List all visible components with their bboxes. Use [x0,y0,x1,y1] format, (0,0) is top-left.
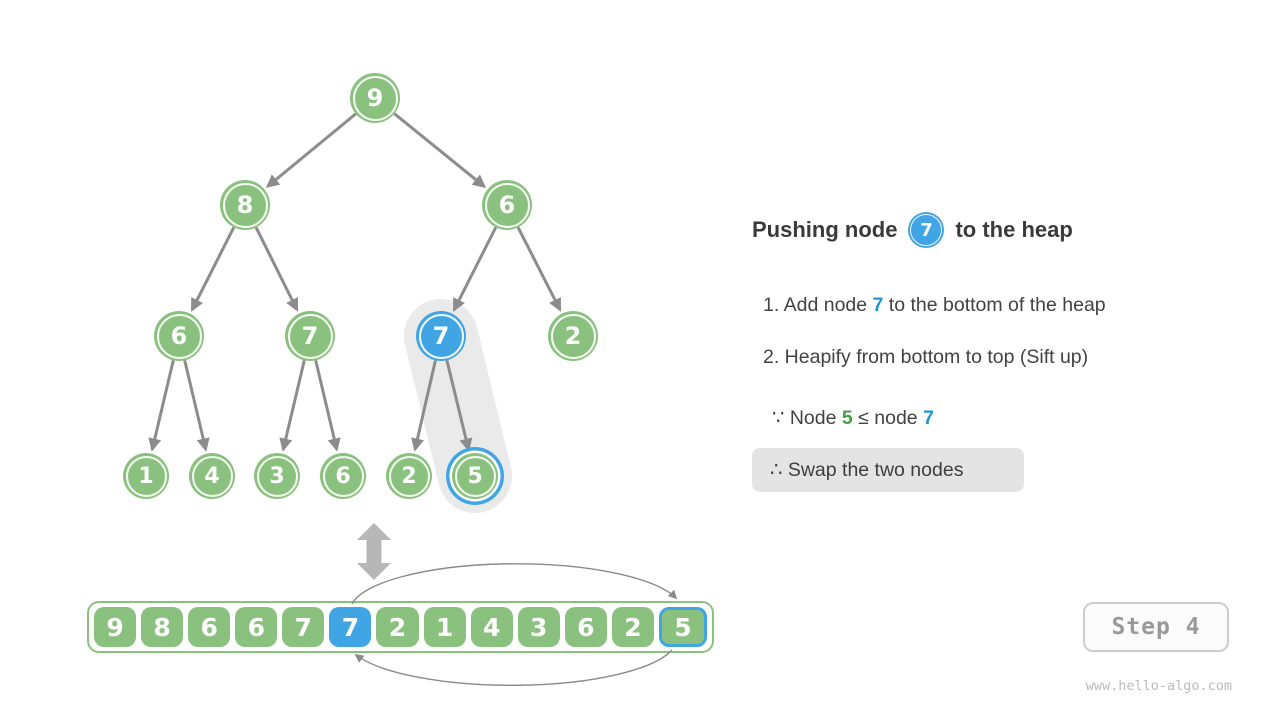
step-2-label: 2. Heapify from bottom to top (Sift up) [763,346,1089,368]
tree-node-value: 7 [432,322,450,350]
array-cell: 2 [376,607,419,647]
therefore-box: ∴ Swap the two nodes [752,448,1024,492]
watermark: www.hello-algo.com [1032,678,1232,694]
array-cell: 7 [282,607,325,647]
array-cell-pushed: 7 [329,607,372,647]
step-1-highlight: 7 [872,294,884,316]
tree-node-root: 9 [350,73,400,123]
tree-node-value: 8 [236,191,254,219]
tree-node-value: 6 [170,322,188,350]
step-2-text: 2. Heapify from bottom to top (Sift up) [763,346,1088,369]
array-cell-value: 7 [341,612,360,642]
tree-node-value: 9 [366,84,384,112]
tree-node: 4 [189,453,235,499]
array-cell: 3 [517,607,560,647]
tree-node: 2 [386,453,432,499]
because-pre: ∵ Node [772,407,842,429]
tree-node-value: 1 [138,463,154,489]
array-cell-value: 5 [674,612,692,642]
array-cell-swap-target: 5 [658,607,708,647]
array-cell-value: 6 [577,612,595,642]
tree-node-swap-target: 5 [452,453,498,499]
tree-node: 6 [320,453,366,499]
tree-node-value: 2 [401,463,417,489]
edge-7-6 [314,359,341,452]
array-cell-value: 2 [624,612,642,642]
tree-node: 1 [123,453,169,499]
because-mid: ≤ node [852,407,924,429]
tree-edges [148,112,562,452]
tree-node-value: 7 [301,322,319,350]
panel-title-prefix: Pushing node [752,217,898,242]
array-cell: 6 [188,607,231,647]
step-badge: Step 4 [1083,602,1229,652]
tree-node: 2 [548,311,598,361]
edge-6-7blue [452,226,498,312]
inline-node-value: 7 [920,219,933,241]
array-cell-value: 6 [247,612,265,642]
array-cell: 9 [94,607,137,647]
tree-node-pushed: 7 [416,311,466,361]
tree-array-equivalence-arrow-icon [357,523,391,580]
tree-node: 3 [254,453,300,499]
array-cell-value: 3 [530,612,548,642]
tree-node-value: 6 [335,463,351,489]
tree-node: 6 [154,311,204,361]
tree-node-value: 4 [204,463,220,489]
array-cell-value: 4 [482,612,501,642]
array-cell-value: 1 [435,612,454,642]
edge-7blue-2 [411,360,437,452]
because-green-value: 5 [841,407,853,429]
array-cell: 6 [564,607,607,647]
array-cell-value: 2 [388,612,407,642]
edge-7-3 [279,359,306,452]
array-cell-value: 8 [153,612,171,642]
array-cell: 6 [235,607,278,647]
edge-9-6 [393,112,487,188]
edge-8-6 [190,226,236,312]
array-cell: 2 [611,607,654,647]
step-1-post: to the bottom of the heap [883,294,1106,316]
inline-node-badge: 7 [908,212,945,248]
tree-node-value: 6 [498,191,516,219]
tree-node: 8 [220,180,270,230]
edge-7blue-5 [445,359,473,452]
tree-node-value: 5 [467,463,483,489]
array-cell-value: 9 [106,612,124,642]
heap-array: 9 8 6 6 7 7 2 1 4 3 6 2 5 [87,601,714,653]
tree-node-value: 2 [564,322,582,350]
step-1-text: 1. Add node 7 to the bottom of the heap [763,294,1106,317]
array-cell: 4 [470,607,513,647]
watermark-text: www.hello-algo.com [1085,678,1232,694]
panel-title-suffix: to the heap [955,217,1073,242]
step-1-pre: 1. Add node [763,294,873,316]
step-badge-label: Step 4 [1111,614,1201,640]
edge-9-8 [265,112,357,188]
swap-arc-bottom [354,649,673,687]
array-cell: 1 [423,607,466,647]
edge-8-7 [254,226,299,312]
array-cell: 8 [141,607,184,647]
array-cell-value: 7 [294,612,313,642]
tree-node-value: 3 [269,463,285,489]
because-line: ∵ Node 5 ≤ node 7 [772,406,934,430]
array-cell-value: 6 [200,612,218,642]
panel-title: Pushing node 7 to the heap [752,212,1073,248]
therefore-text: ∴ Swap the two nodes [770,459,964,481]
edge-6-1 [148,359,175,452]
because-blue-value: 7 [923,407,934,429]
tree-node: 6 [482,180,532,230]
edge-6-4 [183,359,210,452]
swap-arc-top [351,563,678,605]
tree-node: 7 [285,311,335,361]
edge-6-2 [516,226,562,312]
